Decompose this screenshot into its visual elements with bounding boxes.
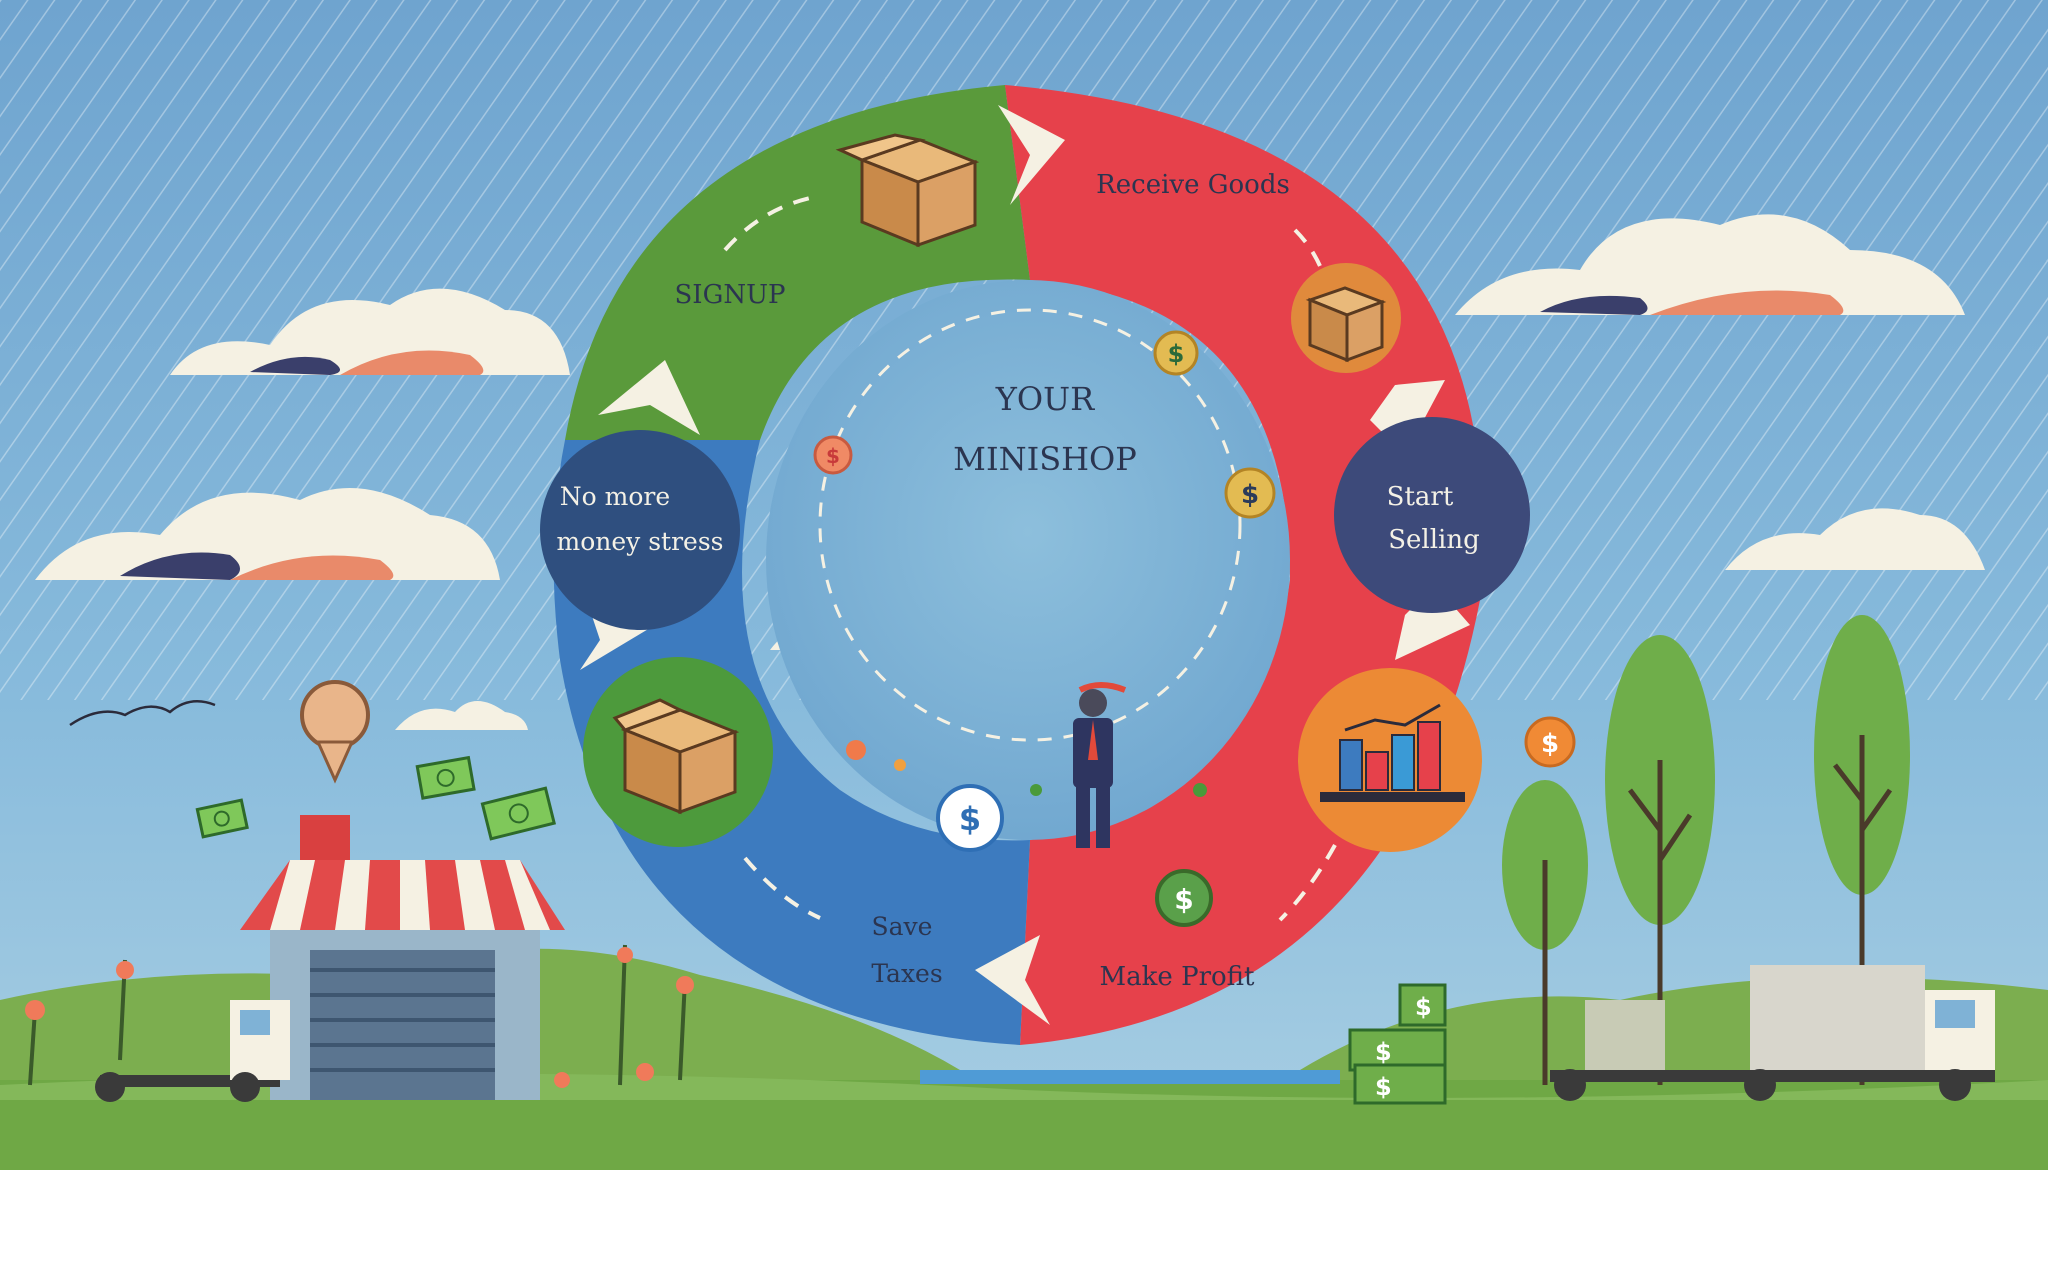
dot-green-1 — [1030, 784, 1042, 796]
svg-text:$: $ — [1375, 1038, 1392, 1066]
coin-icon-6: $ — [1524, 716, 1576, 768]
cloud-left-top — [170, 288, 570, 375]
bar-chart-icon — [1320, 703, 1465, 802]
coin-icon-3: $ — [1224, 467, 1276, 519]
flow-arc-bottom-right — [1278, 844, 1337, 922]
inner-circle — [766, 280, 1290, 840]
step-label-make-profit: Make Profit — [1100, 962, 1255, 992]
box-icon-receive-goods — [1305, 286, 1387, 363]
svg-text:$: $ — [1241, 480, 1259, 510]
step-label-start-selling-line2: Selling — [1388, 525, 1480, 555]
cloud-right-top — [1455, 214, 1965, 315]
svg-text:$: $ — [826, 444, 840, 468]
step-label-signup: SIGNUP — [674, 280, 785, 310]
coin-icon-4: $ — [936, 784, 1004, 852]
cloud-left-middle — [35, 488, 500, 580]
coin-icon-5: $ — [1155, 869, 1213, 927]
svg-text:$: $ — [1174, 883, 1193, 916]
step-circle-start-selling — [1334, 417, 1530, 613]
step-label-receive-goods: Receive Goods — [1096, 170, 1290, 200]
svg-text:$: $ — [1375, 1073, 1392, 1101]
flow-arc-top — [723, 196, 811, 252]
step-label-no-stress-line2: money stress — [556, 527, 723, 556]
banknote-icon-3 — [480, 786, 557, 841]
dot-orange — [846, 740, 866, 760]
tree-right-1 — [1502, 780, 1588, 1085]
coin-icon-1: $ — [1153, 330, 1199, 376]
arrow-top-icon — [998, 105, 1065, 205]
lightbulb-icon — [300, 680, 370, 784]
truck-right — [1550, 965, 1995, 1101]
step-circle-no-stress — [540, 430, 740, 630]
cloud-small-left — [395, 701, 528, 730]
shop-building — [240, 815, 565, 1100]
svg-text:$: $ — [1168, 340, 1185, 368]
arrow-left-upper-icon — [598, 360, 700, 435]
arrow-bottom-icon — [975, 935, 1050, 1025]
truck-left — [95, 1000, 290, 1102]
step-label-start-selling-line1: Start — [1387, 482, 1454, 512]
box-icon-save-taxes — [612, 698, 740, 815]
step-circle-make-profit — [1298, 668, 1482, 852]
bird-left — [69, 700, 216, 727]
flow-arc-bottom-left — [743, 856, 821, 920]
svg-text:$: $ — [1541, 729, 1559, 759]
coin-icon-2: $ — [813, 435, 853, 475]
step-label-save-taxes-line1: Save — [872, 912, 933, 941]
plants-left — [25, 944, 694, 1088]
svg-text:$: $ — [959, 800, 981, 838]
step-label-save-taxes-line2: Taxes — [871, 959, 942, 988]
svg-text:$: $ — [1415, 993, 1432, 1021]
banknote-icon-1 — [195, 798, 249, 839]
banknote-icon-2 — [415, 755, 476, 800]
person-figure — [1073, 682, 1127, 848]
bottom-margin — [0, 1170, 2048, 1270]
dot-green-2 — [1193, 783, 1207, 797]
tree-right-2 — [1605, 635, 1715, 1085]
box-icon-signup — [835, 133, 980, 248]
step-label-no-stress-line1: No more — [560, 482, 670, 511]
center-title-line2: MINISHOP — [953, 440, 1137, 478]
dot-orange-small — [894, 759, 906, 771]
cloud-right-middle — [1725, 508, 1985, 570]
inner-orbit-dashed — [818, 308, 1242, 742]
money-stacks: $ $ $ — [1348, 983, 1447, 1105]
center-title-line1: YOUR — [995, 380, 1095, 418]
